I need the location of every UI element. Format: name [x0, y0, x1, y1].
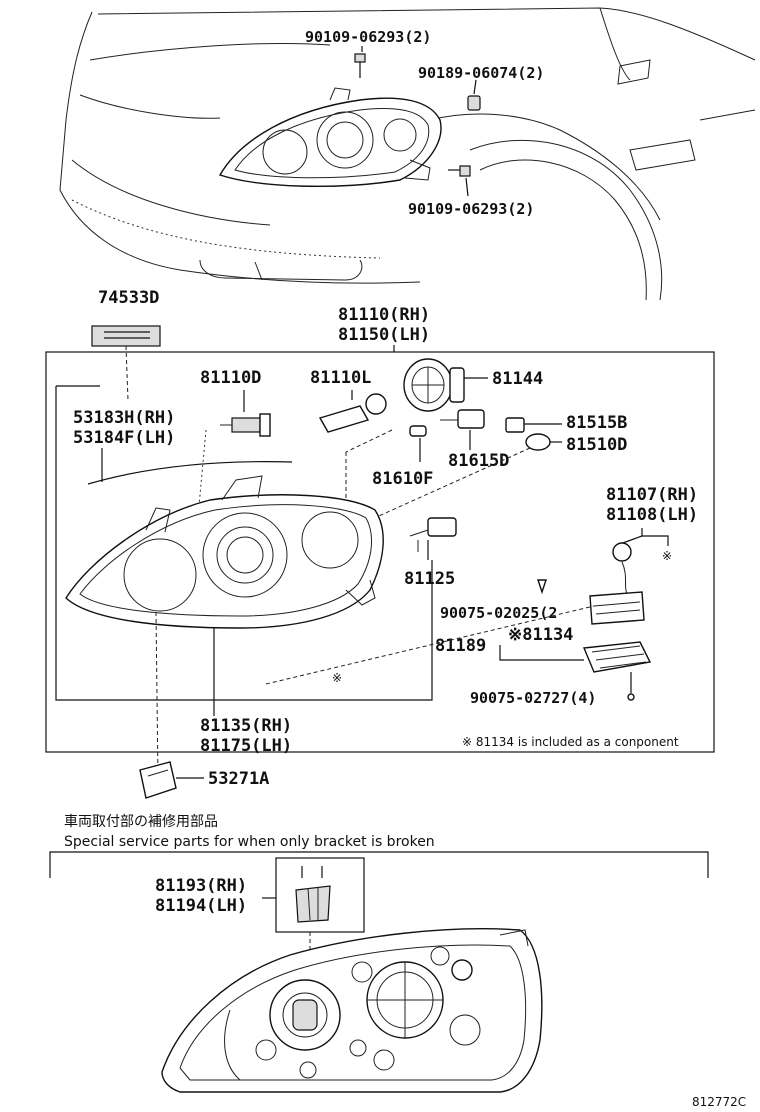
part-number-ballast-bracket: 81189 [435, 636, 486, 656]
part-number-socket-small: 81615D [448, 451, 509, 471]
screw-b-icon [627, 693, 635, 701]
label-plate-icon [91, 325, 161, 347]
part-number-retainer: 53271A [208, 769, 269, 789]
part-number-unit-lh: 81175(LH) [200, 736, 292, 756]
part-number-gasket-rh: 53183H(RH) [73, 408, 175, 428]
clip-icon [467, 95, 481, 111]
component-note: ※ 81134 is included as a conponent [462, 735, 679, 749]
part-number-cap: 81144 [492, 369, 543, 389]
part-number-socket-side: 81515B [566, 413, 627, 433]
bulb-small-icon [409, 425, 427, 437]
part-number-assy-lh: 81150(LH) [338, 325, 430, 345]
socket-side-icon [505, 417, 525, 433]
part-number-bulb-small: 81610F [372, 469, 433, 489]
bracket-box [275, 857, 365, 933]
socket-small-icon [440, 409, 485, 429]
bolt-upper-icon [354, 53, 366, 78]
cap-icon [403, 358, 465, 412]
vehicle-front-outline [59, 7, 756, 301]
part-number-socket-assy: 81125 [404, 569, 455, 589]
retainer-icon [139, 761, 177, 799]
service-note-en: Special service parts for when only brac… [64, 834, 435, 850]
part-number-bolt-lower: 90109-06293(2) [408, 200, 534, 218]
part-number-bolt-upper: 90109-06293(2) [305, 28, 431, 46]
screw-a-icon [537, 579, 547, 595]
bulb-side-icon [525, 433, 551, 451]
ballast-bracket-icon [582, 641, 652, 673]
bolt-lower-icon [448, 165, 471, 177]
socket-assy-icon [409, 517, 457, 552]
part-number-bulb-hid: 81110L [310, 368, 371, 388]
assembly-frame [45, 351, 715, 753]
bulb-hid-icon [318, 393, 387, 433]
headlamp-installed [218, 87, 442, 188]
ballast-icon [589, 591, 645, 625]
part-number-cord-lh: 81108(LH) [606, 505, 698, 525]
part-number-unit-rh: 81135(RH) [200, 716, 292, 736]
part-number-bulb-side: 81510D [566, 435, 627, 455]
gasket-icon [87, 461, 293, 485]
part-number-gasket-lh: 53184F(LH) [73, 428, 175, 448]
part-number-cord-rh: 81107(RH) [606, 485, 698, 505]
part-number-screw-a: 90075-02025(2 [440, 604, 557, 622]
part-number-bracket-lh: 81194(LH) [155, 896, 247, 916]
cord-icon [612, 542, 633, 601]
part-number-assy-rh: 81110(RH) [338, 305, 430, 325]
part-number-ballast: ※81134 [508, 625, 573, 645]
figure-code: 812772C [692, 1095, 746, 1109]
part-number-screw-b: 90075-02727(4) [470, 689, 596, 707]
part-number-clip: 90189-06074(2) [418, 64, 544, 82]
part-number-bracket-rh: 81193(RH) [155, 876, 247, 896]
part-number-bulb-hb: 81110D [200, 368, 261, 388]
headlamp-rear-view [161, 928, 543, 1093]
headlamp-unit [65, 475, 384, 629]
bracket-icon [295, 866, 331, 923]
part-number-label-plate: 74533D [98, 288, 159, 308]
ref-mark-lamp: ※ [332, 671, 342, 685]
bulb-hb-icon [220, 413, 271, 437]
ref-mark-cord: ※ [662, 549, 672, 563]
service-note-jp: 車両取付部の補修用部品 [64, 813, 218, 830]
